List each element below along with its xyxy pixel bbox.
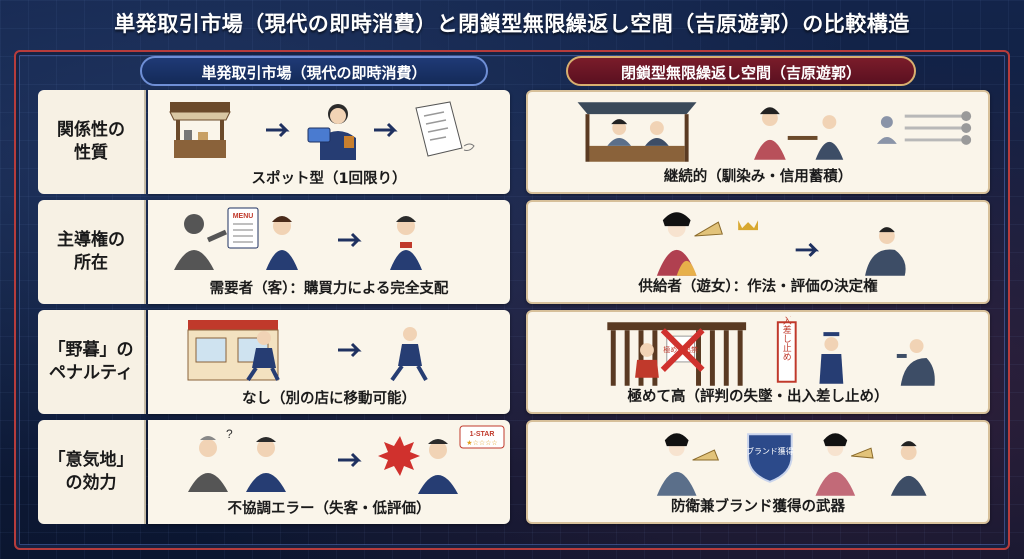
row-label-relationship: 関係性の 性質 (38, 90, 146, 194)
customer-pointing-at-menu-icon: MENU (174, 207, 259, 270)
row-label-yabo-penalty: 「野暮」の ペナルティ (38, 310, 146, 414)
arrow-icon (338, 232, 362, 248)
courtesan-with-fan-icon (656, 212, 723, 276)
closed-gate-icon: 極めて出禁 (607, 322, 747, 386)
teahouse-icon (577, 102, 697, 162)
card-left-relationship: スポット型（1回限り） (148, 90, 510, 194)
receipt-icon (415, 101, 475, 157)
burst-icon (378, 436, 420, 476)
x-mark-icon (660, 328, 705, 372)
rating-badge: 1-STAR (470, 431, 495, 438)
card-caption: 防衛兼ブランド獲得の武器 (671, 499, 845, 515)
leaving-customer-icon (390, 327, 428, 382)
courtesan-with-fan-icon (815, 433, 874, 496)
card-left-initiative: MENU 需要者（客）：購買力による完全支配 (148, 200, 510, 304)
supplier-authority-illustration (656, 212, 906, 276)
brand-weapon-illustration: ブランド獲得 (656, 433, 927, 496)
shop-stall-icon (169, 102, 231, 158)
card-caption: 需要者（客）：購買力による完全支配 (209, 281, 449, 297)
row-label-ikiji-effect: 「意気地」 の効力 (38, 420, 146, 524)
arrow-icon (338, 452, 362, 468)
high-penalty-illustration: 極めて出禁 出入差し止め (607, 316, 935, 386)
guard-icon (819, 332, 844, 384)
expelled-guest-icon (635, 343, 659, 378)
card-right-initiative: 供給者（遊女）：作法・評価の決定権 (526, 200, 990, 304)
menu-label: MENU (233, 213, 254, 220)
customer-control-illustration: MENU (174, 207, 422, 270)
content-frame (14, 50, 1010, 550)
right-column-header: 閉鎖型無限繰返し空間（吉原遊郭） (566, 56, 916, 86)
ban-sign-icon: 出入差し止め (776, 316, 797, 383)
arrow-icon (338, 342, 362, 358)
svg-text:?: ? (226, 427, 233, 441)
shield-text: ブランド獲得 (746, 446, 794, 456)
card-caption: 不協調エラー（失客・低評価） (227, 501, 431, 517)
row-label-initiative: 主導権の 所在 (38, 200, 146, 304)
page-title: 単発取引市場（現代の即時消費）と閉鎖型無限繰返し空間（吉原遊郭）の比較構造 (114, 12, 910, 36)
arrow-icon (266, 122, 290, 138)
card-caption: 継続的（馴染み・信用蓄積） (663, 169, 853, 185)
card-right-relationship: 継続的（馴染み・信用蓄積） (526, 90, 990, 194)
walking-customer-icon (246, 331, 280, 382)
staff-icon (266, 216, 298, 270)
trust-accumulation-icon (876, 111, 972, 145)
one-star-rating-icon: 1-STAR ★☆☆☆☆ (459, 425, 505, 449)
courtesan-icon (656, 433, 720, 496)
arrow-icon (374, 122, 398, 138)
card-caption: なし（別の店に移動可能） (242, 391, 416, 407)
card-caption: 極めて高（評判の失墜・出入差し止め） (627, 389, 889, 405)
arrow-icon (795, 242, 820, 257)
begging-guest-icon (896, 339, 935, 386)
discord-error-illustration: ? 1-STAR ★☆☆☆☆ (188, 425, 505, 494)
geisha-and-guest-icon (754, 107, 844, 160)
kneeling-guest-icon (865, 227, 906, 276)
left-column-header: 単発取引市場（現代の即時消費） (140, 56, 488, 86)
svg-text:★☆☆☆☆: ★☆☆☆☆ (466, 439, 497, 447)
guest-icon (890, 441, 927, 496)
brand-shield-icon: ブランド獲得 (746, 433, 794, 483)
ban-sign-text: 出入差し止め (782, 316, 792, 361)
crown-icon (738, 220, 758, 231)
card-caption: 供給者（遊女）：作法・評価の決定権 (638, 279, 878, 295)
spot-transaction-illustration (169, 101, 475, 160)
complaining-staff-icon (418, 439, 458, 494)
no-penalty-illustration (187, 320, 428, 382)
continuous-relationship-illustration (577, 102, 972, 162)
bowing-staff-icon (390, 216, 422, 270)
customer-with-card-icon (307, 104, 356, 160)
card-left-ikiji-effect: ? 1-STAR ★☆☆☆☆ 不協調エラー（失客・低評価） (148, 420, 510, 524)
card-left-yabo-penalty: なし（別の店に移動可能） (148, 310, 510, 414)
angry-customer-icon (246, 437, 286, 492)
card-right-ikiji-effect: ブランド獲得 防衛兼ブランド獲得の武器 (526, 420, 990, 524)
card-caption: スポット型（1回限り） (251, 171, 407, 187)
card-right-yabo-penalty: 極めて出禁 出入差し止め 極めて高（評判の失墜・出入差し止め） (526, 310, 990, 414)
confused-staff-icon: ? (188, 427, 233, 492)
